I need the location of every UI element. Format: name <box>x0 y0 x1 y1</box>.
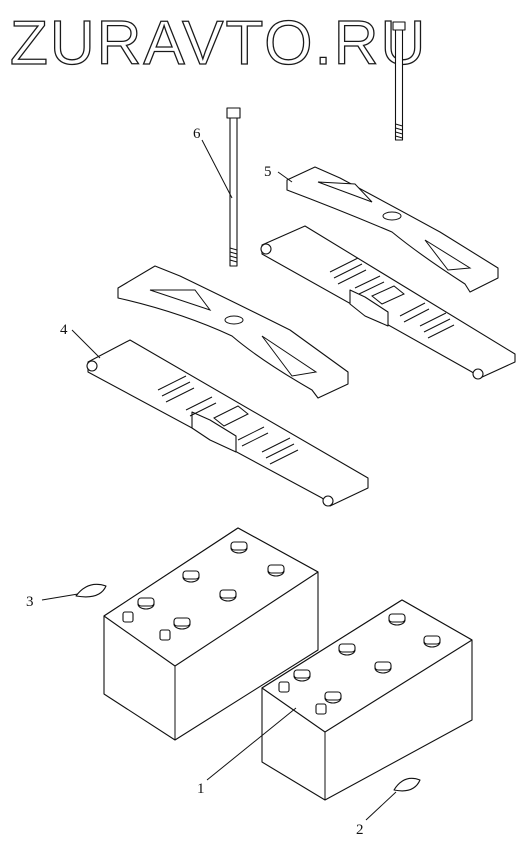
callout-5: 5 <box>264 164 272 180</box>
callout-4: 4 <box>60 322 68 338</box>
callout-3: 3 <box>26 594 34 610</box>
hold-down-rod-upper <box>392 21 406 141</box>
callout-6: 6 <box>193 126 201 142</box>
callout-1: 1 <box>197 781 205 797</box>
terminal-cap-right <box>393 777 421 792</box>
leader-lines <box>41 139 397 821</box>
hold-down-clamp-right <box>286 166 499 293</box>
watermark-text: ZURAVTO.RU <box>10 9 427 78</box>
hold-down-clamp-left <box>117 265 349 399</box>
battery-tray-strap <box>86 339 369 507</box>
terminal-cap-left <box>75 583 107 598</box>
hold-down-rod <box>226 107 241 267</box>
battery-tray-strap-right <box>260 225 516 380</box>
battery-right <box>261 599 473 801</box>
callout-2: 2 <box>356 822 364 838</box>
battery-left <box>103 527 319 741</box>
